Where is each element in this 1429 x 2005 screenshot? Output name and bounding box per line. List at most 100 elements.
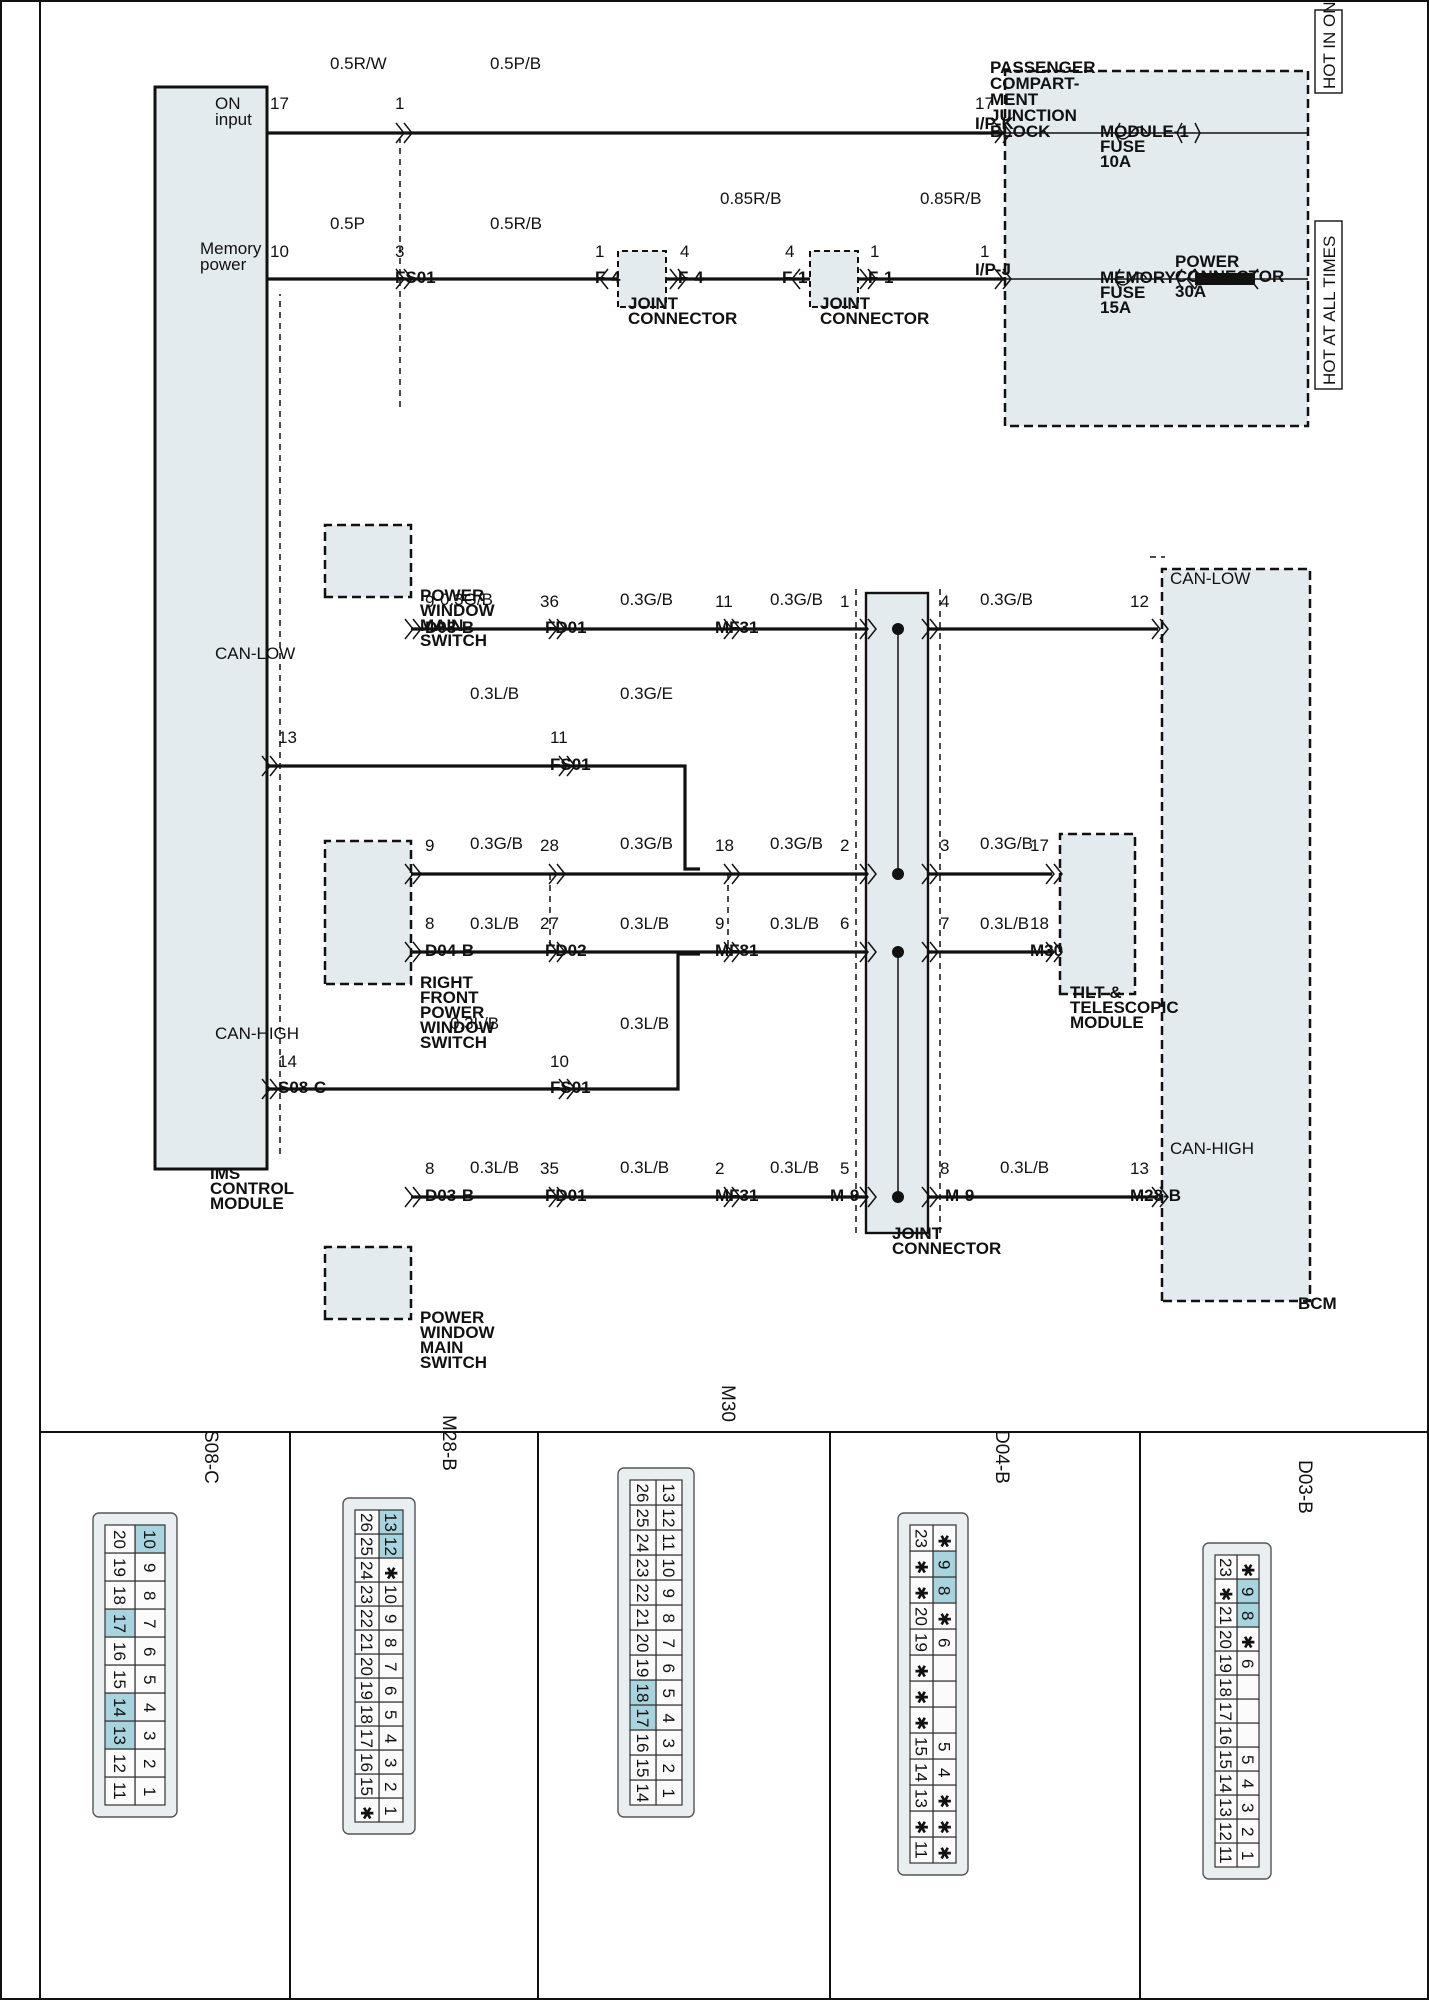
connector-mark-27 <box>558 1078 576 1100</box>
on-input-label-line-1: input <box>215 110 252 129</box>
pin-cell <box>134 1552 166 1582</box>
pin-cell <box>1236 1674 1260 1700</box>
pin-cell-label: 5 <box>140 1675 159 1684</box>
c-mf31-bot: MF31 <box>715 1186 758 1205</box>
pin-10-ims: 10 <box>270 242 289 261</box>
ims-control-module-box <box>153 85 269 1171</box>
w-tl-4: 0.3L/B <box>980 914 1029 933</box>
pin-cell-label: 22 <box>357 1609 376 1628</box>
pw-main-switch-bottom-box <box>323 1245 413 1321</box>
w-lb-3: 0.3L/B <box>620 1014 669 1033</box>
pin-cell-label: 3 <box>381 1758 400 1767</box>
connector-mark-20 <box>723 1186 741 1208</box>
ims-label-line-2: MODULE <box>210 1194 284 1213</box>
connector-mark-11 <box>1045 863 1063 885</box>
conn-fs01-top: FS01 <box>395 268 436 287</box>
pin-cell <box>104 1636 136 1666</box>
pin-13-bcm: 13 <box>1130 1159 1149 1178</box>
pin-cell-label: 26 <box>357 1513 376 1532</box>
pin-cell <box>378 1509 404 1535</box>
pin-cell <box>378 1629 404 1655</box>
pin-cell <box>354 1677 380 1703</box>
module-fuse-label-line-2: 10A <box>1100 152 1131 171</box>
connector-view-title-s08c: S08-C <box>200 1430 221 1484</box>
pin-cell-label: 5 <box>659 1689 678 1698</box>
splice-dot-0 <box>892 623 904 635</box>
pin-3-fs01: 3 <box>395 242 404 261</box>
tilt-module-label-line-1: TELESCOPIC <box>1070 998 1179 1017</box>
pin-2-mf31: 2 <box>715 1159 724 1178</box>
pin-cell-label: 25 <box>357 1537 376 1556</box>
pin-1-jc: 1 <box>840 592 849 611</box>
connector-view-m28b: M28-B12345678910✱1213✱151617181920212223… <box>342 1415 459 1835</box>
pin-cell-label: 17 <box>633 1709 652 1728</box>
w-lb-1: 0.3L/B <box>470 684 519 703</box>
connector-view-title-m30: M30 <box>717 1385 738 1422</box>
connector-mark-26 <box>261 1078 279 1100</box>
pcjb-name-line-2: MENT <box>990 90 1039 109</box>
pin-cell <box>134 1524 166 1554</box>
w-tg-3: 0.3G/B <box>770 834 823 853</box>
pcjb-name-line-3: JUNCTION <box>990 106 1077 125</box>
pin-cell-label: 17 <box>357 1729 376 1748</box>
w-ch-1: 0.3L/B <box>470 1158 519 1177</box>
pin-cell-label: 12 <box>1216 1822 1235 1841</box>
pin-18-mf81: 18 <box>715 836 734 855</box>
pin-cell-label: 8 <box>935 1586 954 1595</box>
pin-2-jc: 2 <box>840 836 849 855</box>
pin-cell-label: ✱ <box>912 1586 931 1600</box>
c-fd01-bot: FD01 <box>545 1186 587 1205</box>
pin-cell-label: 6 <box>140 1647 159 1656</box>
pw-main-switch-bottom-label-line-0: POWER <box>420 1308 484 1327</box>
pin-cell-label: 1 <box>659 1789 678 1798</box>
wire-085rb-a: 0.85R/B <box>920 189 981 208</box>
pin-cell-label: 20 <box>633 1634 652 1653</box>
c-m30: M30 <box>1030 941 1063 960</box>
pin-cell <box>104 1524 136 1554</box>
pin-cell <box>354 1509 380 1535</box>
pin-cell-label: 23 <box>1216 1558 1235 1577</box>
connector-ipj-mark <box>994 268 1012 290</box>
joint-connector-f4 <box>617 250 667 308</box>
rf-pw-switch-label-line-2: POWER <box>420 1003 484 1022</box>
pin-cell-label: ✱ <box>935 1820 954 1834</box>
pin-cell-label: 12 <box>110 1754 129 1773</box>
pin-cell-label: 20 <box>912 1607 931 1626</box>
module-fuse-icon <box>1114 122 1201 144</box>
pin-10-fs01: 10 <box>550 1052 569 1071</box>
pin-cell <box>909 1524 934 1552</box>
pin-cell <box>629 1729 657 1756</box>
power-connector-icon <box>1195 273 1255 285</box>
pin-cell-label: 15 <box>1216 1750 1235 1769</box>
pin-8-jc: 8 <box>940 1159 949 1178</box>
connector-mark-23 <box>1151 1186 1169 1208</box>
pin-3-jc: 3 <box>940 836 949 855</box>
ims-can-high-label: CAN-HIGH <box>215 1024 299 1043</box>
pin-cell-label: 4 <box>140 1703 159 1712</box>
pin-cell-label: 9 <box>140 1563 159 1572</box>
on-input-label-line-0: ON <box>215 94 241 113</box>
pin-cell-label: 16 <box>110 1642 129 1661</box>
pin-cell-label: ✱ <box>912 1716 931 1730</box>
pin-cell <box>629 1554 657 1581</box>
pin-cell <box>104 1748 136 1778</box>
pin-11-fs01: 11 <box>550 728 568 747</box>
pin-cell <box>655 1604 683 1631</box>
memory-fuse-icon <box>1114 268 1201 290</box>
conn-f4-a: F-4 <box>678 268 704 287</box>
pin-5-jc: 5 <box>840 1159 849 1178</box>
wire-05rb: 0.5R/B <box>490 214 542 233</box>
pin-cell-label: ✱ <box>935 1534 954 1548</box>
joint-connector-f1-label-line-1: CONNECTOR <box>820 309 929 328</box>
connector-mark-14 <box>723 941 741 963</box>
pin-cell-label: ✱ <box>381 1566 400 1580</box>
c-d03b-top: D03-B <box>425 618 474 637</box>
wire-085rb-b: 0.85R/B <box>720 189 781 208</box>
pin-cell-label: 19 <box>912 1633 931 1652</box>
pin-cell-label: 22 <box>633 1584 652 1603</box>
pin-cell-label: 18 <box>110 1586 129 1605</box>
pin-cell <box>655 1779 683 1806</box>
joint-connector-f4-label-line-1: CONNECTOR <box>628 309 737 328</box>
pin-12-bcm: 12 <box>1130 592 1149 611</box>
